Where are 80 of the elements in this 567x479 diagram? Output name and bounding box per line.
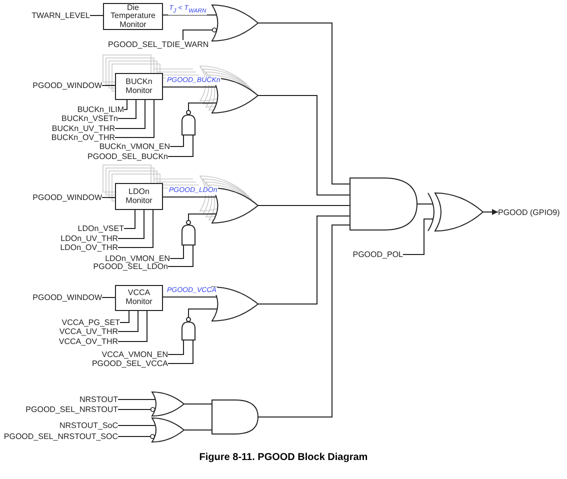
signal-label: LDOn_UV_THR (60, 234, 118, 242)
wire (118, 310, 138, 332)
nand-gate (182, 220, 195, 245)
signal-label: PGOOD_SEL_NRSTOUT (26, 404, 118, 414)
wire (168, 244, 194, 267)
monitor-box: BUCKn Monitor (115, 73, 163, 100)
wire (118, 210, 154, 248)
wire (168, 340, 184, 355)
signal-label: NRSTOUT_SoC (59, 420, 118, 430)
signal-label: PGOOD_SEL_NRSTOUT_SOC (4, 432, 118, 440)
wire (102, 297, 116, 298)
or-gate (152, 392, 184, 416)
wire (258, 216, 350, 304)
wire (170, 134, 184, 147)
wire (168, 134, 194, 157)
signal-label: PGOOD_SEL_VCCA (92, 358, 168, 368)
signal-label: PGOOD_WINDOW (32, 80, 102, 90)
wire (102, 85, 116, 86)
signal-label: PGOOD_SEL_BUCKn (88, 152, 168, 160)
wire (188, 214, 217, 220)
signal-label: PGOOD_POL (352, 250, 403, 258)
and-gate (212, 400, 258, 434)
wire (118, 100, 136, 119)
wire (162, 196, 217, 198)
and-gate (350, 178, 417, 230)
wire (118, 210, 144, 239)
monitor-box: LDOn Monitor (115, 183, 163, 210)
wire (120, 310, 130, 323)
signal-label: BUCKn_ILIM (77, 104, 124, 114)
signal-label: BUCKn_UV_THR (52, 124, 115, 132)
wire (258, 95, 350, 196)
signal-label: BUCKn_VMON_EN (99, 142, 170, 150)
wire (114, 100, 146, 129)
wire (124, 210, 136, 229)
signal-label: VCCA_VMON_EN (102, 350, 168, 358)
signal-label: PGOOD_WINDOW (32, 292, 102, 302)
wire (124, 100, 128, 110)
wire (162, 296, 218, 298)
wire (188, 102, 218, 110)
or-gate (212, 5, 258, 41)
wire (402, 218, 434, 255)
signal-label: NRSTOUT (79, 394, 118, 404)
wire (102, 197, 116, 198)
signal-label: LDOn_VMON_EN (105, 254, 170, 262)
wire (168, 340, 194, 364)
signal-label: LDOn_VSET (78, 224, 124, 232)
signal-label: LDOn_OV_THR (60, 242, 118, 252)
monitor-box: VCCA Monitor (115, 285, 163, 311)
wire (90, 15, 104, 16)
wire (162, 14, 218, 16)
monitor-box: Die Temperature Monitor (103, 3, 163, 30)
wire (258, 205, 350, 206)
signal-label: PGOOD_WINDOW (32, 192, 102, 202)
signal-label: BUCKn_VSETn (62, 114, 118, 122)
wire (114, 100, 154, 138)
signal-label: BUCKn_OV_THR (51, 132, 115, 142)
signal-label: PGOOD_SEL_TDIE_WARN (108, 40, 209, 48)
arrow (482, 209, 498, 215)
signal-label: PGOOD_SEL_LDOn (93, 262, 168, 270)
signal-label: VCCA_UV_THR (59, 326, 118, 336)
figure-caption: Figure 8-11. PGOOD Block Diagram (198, 452, 369, 463)
signal-label: PGOOD (GPIO9) (498, 208, 560, 216)
inverted-input-wire (118, 407, 156, 412)
wire (258, 22, 350, 184)
wire (118, 310, 148, 342)
signal-label: TWARN_LEVEL (32, 10, 90, 20)
or-gate (152, 418, 184, 442)
inverted-input-wire (182, 28, 218, 40)
xor-gate (428, 193, 483, 231)
wire (258, 224, 350, 418)
inverted-input-wire (118, 434, 156, 439)
wire (170, 244, 184, 259)
nand-gate (182, 317, 195, 340)
wire (118, 399, 156, 400)
wire (188, 308, 218, 318)
nand-gate (182, 110, 195, 135)
wire (118, 425, 156, 426)
signal-label: VCCA_OV_THR (58, 336, 118, 346)
signal-label: VCCA_PG_SET (62, 318, 120, 326)
wire (162, 86, 217, 88)
